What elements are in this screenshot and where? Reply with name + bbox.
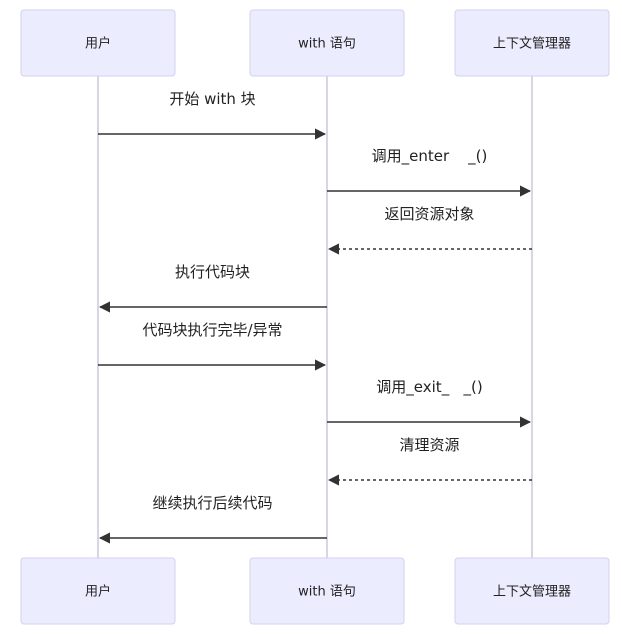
- actor-label: with 语句: [298, 585, 356, 600]
- message-label: 开始 with 块: [169, 90, 255, 108]
- actor-ctx-bottom: 上下文管理器: [454, 557, 610, 625]
- message-2: 调用_enter _(): [327, 147, 532, 197]
- message-label: 代码块执行完毕/异常: [142, 321, 282, 339]
- actor-label: with 语句: [298, 37, 356, 52]
- message-label: 继续执行后续代码: [152, 494, 272, 512]
- actor-with-top: with 语句: [249, 9, 405, 77]
- message-label: 执行代码块: [175, 263, 250, 281]
- actor-label: 上下文管理器: [493, 37, 571, 52]
- message-label: 清理资源: [399, 436, 459, 454]
- actor-user-bottom: 用户: [20, 557, 176, 625]
- message-3: 返回资源对象: [327, 205, 532, 255]
- actor-with-bottom: with 语句: [249, 557, 405, 625]
- message-8: 继续执行后续代码: [98, 494, 327, 544]
- actor-user-top: 用户: [20, 9, 176, 77]
- actor-label: 用户: [85, 36, 111, 52]
- actor-box: [249, 9, 405, 77]
- actor-box: [249, 557, 405, 625]
- actor-label: 用户: [85, 584, 111, 600]
- actor-box: [20, 9, 176, 77]
- message-7: 清理资源: [327, 436, 532, 486]
- message-5: 代码块执行完毕/异常: [98, 321, 327, 371]
- message-4: 执行代码块: [98, 263, 327, 313]
- actor-box: [454, 557, 610, 625]
- actor-ctx-top: 上下文管理器: [454, 9, 610, 77]
- actor-label: 上下文管理器: [493, 585, 571, 600]
- message-6: 调用_exit_ _(): [327, 378, 532, 428]
- message-label: 返回资源对象: [384, 205, 474, 223]
- actor-box: [454, 9, 610, 77]
- message-1: 开始 with 块: [98, 90, 327, 140]
- message-label: 调用_enter _(): [372, 147, 488, 166]
- message-label: 调用_exit_ _(): [376, 378, 482, 397]
- actor-box: [20, 557, 176, 625]
